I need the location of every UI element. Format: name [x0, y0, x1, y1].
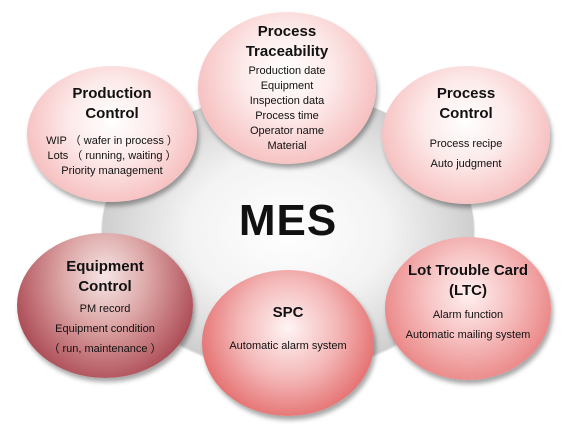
node-spc: SPC Automatic alarm system — [202, 270, 374, 416]
node-items: PM record Equipment condition （ run, mai… — [48, 299, 161, 359]
node-item: Equipment — [260, 80, 314, 92]
node-item: Alarm function — [432, 309, 504, 321]
node-production-control: Production Control WIP （ wafer in proces… — [27, 66, 197, 202]
node-title: Lot Trouble Card (LTC) — [408, 262, 528, 299]
node-equipment-control: Equipment Control PM record Equipment co… — [17, 233, 193, 378]
node-title: Equipment Control — [66, 258, 144, 295]
node-lot-trouble-card: Lot Trouble Card (LTC) Alarm function Au… — [385, 237, 551, 380]
node-item: Lots （ running, waiting ） — [47, 150, 177, 162]
node-items: WIP （ wafer in process ） Lots （ running,… — [46, 134, 178, 179]
node-items: Production date Equipment Inspection dat… — [248, 64, 325, 154]
node-item: Priority management — [61, 165, 163, 177]
node-item: （ run, maintenance ） — [48, 343, 162, 355]
node-title: Process Traceability — [245, 23, 329, 60]
node-items: Alarm function Automatic mailing system — [406, 305, 531, 345]
node-title: SPC — [272, 304, 304, 321]
node-item: Process recipe — [429, 138, 503, 150]
node-process-traceability: Process Traceability Production date Equ… — [198, 12, 376, 164]
node-item: WIP （ wafer in process ） — [46, 135, 178, 147]
node-items: Process recipe Auto judgment — [430, 134, 503, 174]
node-item: Operator name — [250, 125, 324, 137]
node-item: Automatic alarm system — [229, 340, 347, 352]
node-item: Auto judgment — [430, 158, 502, 170]
node-process-control: Process Control Process recipe Auto judg… — [382, 66, 550, 204]
node-item: Equipment condition — [55, 323, 155, 335]
node-item: PM record — [79, 303, 131, 315]
node-item: Automatic mailing system — [405, 329, 531, 341]
node-items: Automatic alarm system — [229, 339, 346, 354]
node-item: Process time — [255, 110, 319, 122]
node-item: Material — [267, 140, 307, 152]
mes-title: MES — [238, 196, 338, 245]
node-title: Process Control — [436, 85, 496, 122]
node-item: Inspection data — [249, 95, 325, 107]
node-title: Production Control — [72, 85, 152, 122]
node-item: Production date — [248, 65, 326, 77]
